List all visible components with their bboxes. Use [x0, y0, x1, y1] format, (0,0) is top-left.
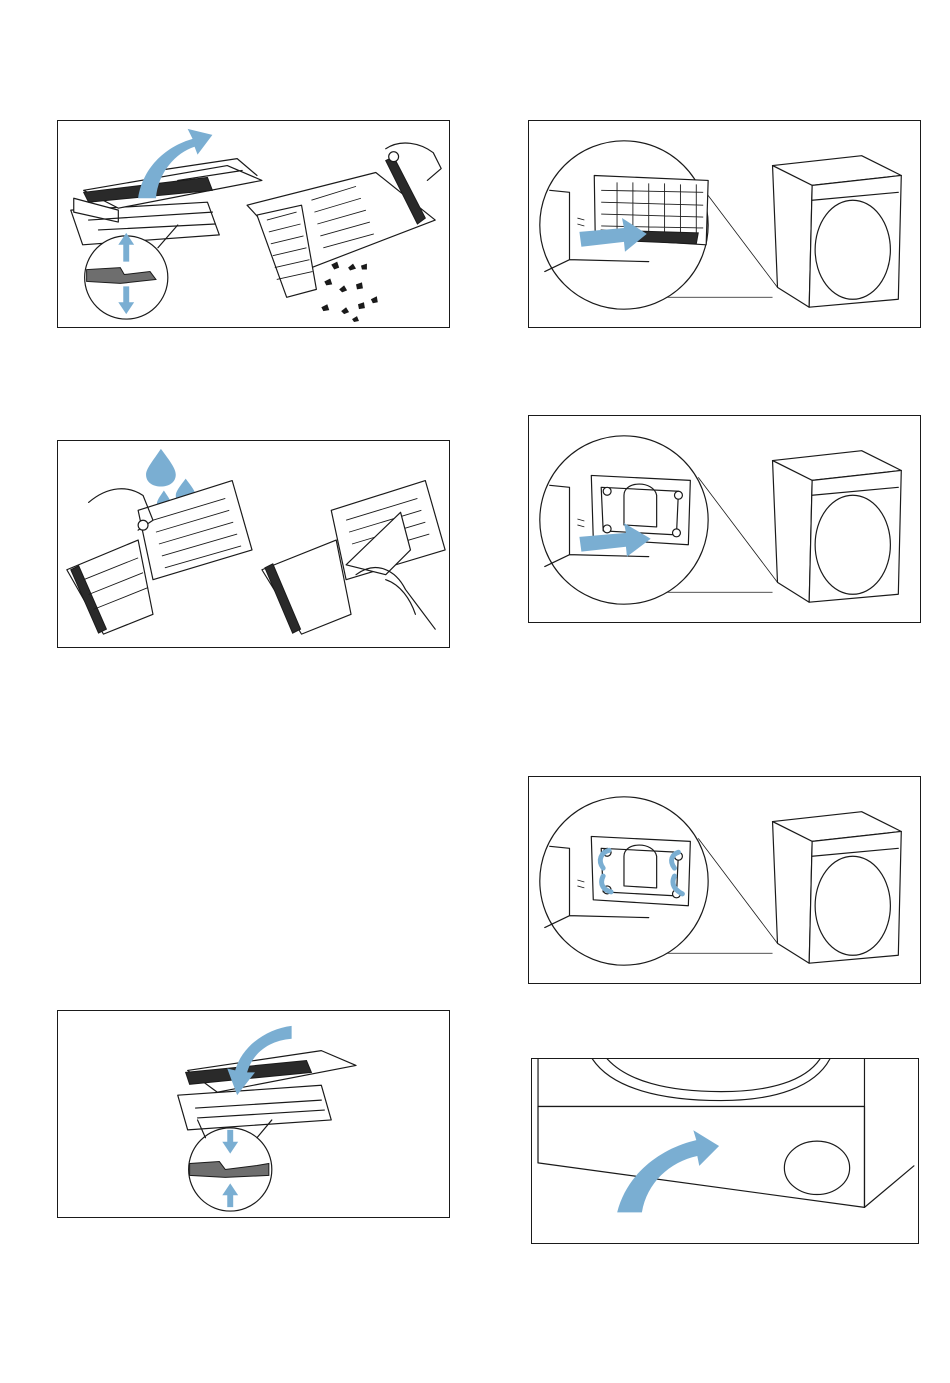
- figure-insert-filter-dryer: [528, 120, 921, 328]
- filter-close-illustration: [58, 1011, 449, 1217]
- filter-rinse-and-wipe-illustration: [58, 441, 449, 647]
- figure-reassemble-filter: [57, 1010, 450, 1218]
- filter-insert-into-dryer-illustration: [529, 121, 920, 327]
- kickplate-close-illustration: [532, 1059, 918, 1243]
- figure-remove-filter: [57, 120, 450, 328]
- figure-empty-housing: [528, 415, 921, 623]
- filter-lift-out-illustration: [58, 121, 449, 327]
- figure-close-kickplate: [531, 1058, 919, 1244]
- figure-rinse-filter: [57, 440, 450, 648]
- housing-clips-illustration: [529, 777, 920, 983]
- empty-filter-housing-illustration: [529, 416, 920, 622]
- figure-unlock-housing: [528, 776, 921, 984]
